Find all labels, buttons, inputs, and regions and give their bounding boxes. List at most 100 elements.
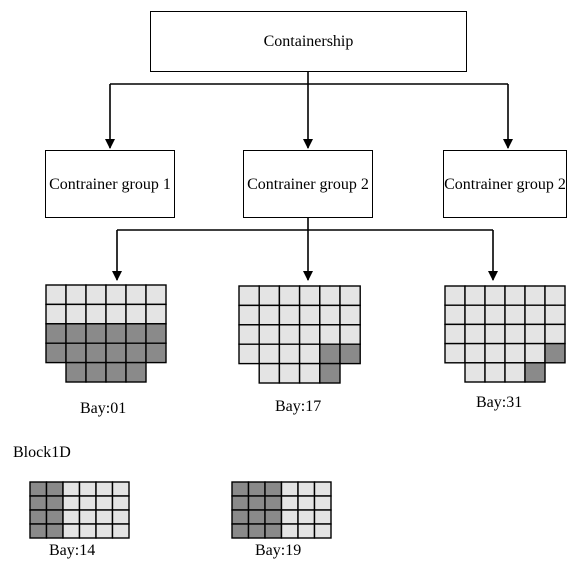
container-slot-empty (111, 481, 130, 497)
container-slot-occupied (85, 361, 107, 383)
container-slot-empty (319, 285, 341, 307)
container-slot-empty (95, 481, 114, 497)
container-slot-empty (297, 495, 316, 511)
bay-14-label: Bay:14 (49, 542, 96, 559)
container-slot-empty (524, 304, 546, 326)
container-slot-occupied (544, 342, 566, 364)
container-slot-empty (319, 324, 341, 345)
container-slot-occupied (231, 509, 250, 525)
container-slot-occupied (247, 495, 266, 511)
container-slot-empty (62, 523, 81, 539)
container-slot-occupied (65, 323, 87, 344)
container-slot-empty (319, 304, 341, 326)
container-slot-empty (238, 343, 260, 365)
container-slot-empty (313, 509, 332, 525)
container-slot-empty (297, 523, 316, 539)
container-slot-empty (297, 481, 316, 497)
container-slot-empty (85, 284, 107, 306)
container-slot-occupied (339, 343, 361, 365)
container-slot-occupied (145, 342, 167, 364)
container-slot-empty (280, 509, 299, 525)
container-slot-empty (65, 284, 87, 306)
container-slot-empty (484, 342, 506, 364)
bay-14-grid (29, 481, 130, 539)
container-slot-empty (238, 285, 260, 307)
container-slot-empty (484, 285, 506, 306)
container-slot-occupied (231, 495, 250, 511)
bay-01-label: Bay:01 (80, 400, 127, 417)
container-slot-empty (444, 323, 466, 345)
container-slot-empty (95, 495, 114, 511)
container-slot-occupied (45, 509, 64, 525)
container-slot-occupied (45, 342, 67, 364)
container-slot-empty (484, 304, 506, 326)
container-slot-occupied (125, 342, 147, 364)
container-slot-empty (62, 495, 81, 511)
container-slot-occupied (247, 523, 266, 539)
container-slot-empty (278, 304, 301, 326)
container-slot-occupied (264, 495, 283, 511)
container-slot-empty (464, 304, 486, 326)
container-slot-empty (280, 481, 299, 497)
container-slot-empty (504, 362, 526, 383)
container-slot-occupied (29, 509, 48, 525)
container-slot-occupied (29, 481, 48, 497)
container-slot-empty (78, 509, 97, 525)
container-slot-occupied (45, 523, 64, 539)
container-slot-empty (95, 523, 114, 539)
block-title: Block1D (13, 444, 71, 461)
container-slot-empty (298, 343, 321, 365)
container-slot-occupied (319, 343, 341, 365)
containership-box: Containership (150, 11, 467, 72)
container-slot-occupied (264, 481, 283, 497)
container-slot-empty (524, 323, 546, 345)
container-slot-empty (258, 285, 281, 307)
container-slot-occupied (247, 481, 266, 497)
container-slot-occupied (105, 342, 127, 364)
group-label: Contrainer group 2 (247, 175, 369, 193)
container-slot-empty (313, 523, 332, 539)
container-slot-empty (258, 362, 281, 384)
container-slot-occupied (85, 323, 107, 344)
container-slot-empty (524, 342, 546, 364)
container-slot-occupied (231, 523, 250, 539)
container-group-2-box: Contrainer group 2 (243, 150, 373, 218)
container-slot-empty (238, 324, 260, 345)
container-slot-empty (339, 304, 361, 326)
bay-31-label: Bay:31 (476, 394, 523, 411)
container-slot-empty (297, 509, 316, 525)
container-slot-occupied (247, 509, 266, 525)
container-slot-empty (95, 509, 114, 525)
container-slot-occupied (105, 323, 127, 344)
container-slot-occupied (65, 342, 87, 364)
container-group-1-box: Contrainer group 1 (45, 150, 175, 218)
container-slot-empty (464, 285, 486, 306)
group-label: Contrainer group 1 (49, 175, 171, 193)
container-group-3-box: Contrainer group 2 (443, 150, 567, 218)
container-slot-empty (298, 304, 321, 326)
container-slot-empty (544, 323, 566, 345)
container-slot-empty (238, 304, 260, 326)
container-slot-occupied (125, 323, 147, 344)
container-slot-empty (125, 303, 147, 325)
container-slot-empty (78, 523, 97, 539)
container-slot-occupied (524, 362, 546, 383)
container-slot-empty (145, 303, 167, 325)
bay-17-grid (238, 285, 361, 384)
container-slot-occupied (105, 361, 127, 383)
container-slot-occupied (264, 523, 283, 539)
container-slot-occupied (264, 509, 283, 525)
container-slot-occupied (85, 342, 107, 364)
container-slot-empty (62, 481, 81, 497)
bay-19-label: Bay:19 (255, 542, 302, 559)
container-slot-occupied (65, 361, 87, 383)
container-slot-empty (105, 303, 127, 325)
container-slot-occupied (125, 361, 147, 383)
container-slot-empty (484, 362, 506, 383)
container-slot-empty (111, 495, 130, 511)
container-slot-empty (313, 495, 332, 511)
container-slot-occupied (45, 323, 67, 344)
container-slot-empty (544, 285, 566, 306)
container-slot-empty (78, 495, 97, 511)
